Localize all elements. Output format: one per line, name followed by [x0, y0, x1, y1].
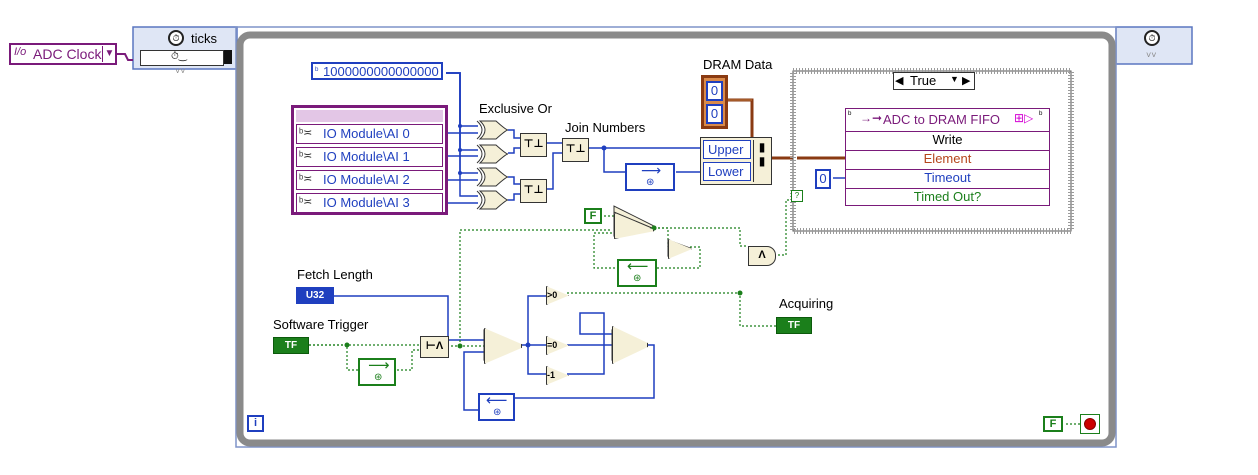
fifo-method-node[interactable]: ᵇ →➞ ADC to DRAM FIFO ⊞▷ ᵇ Write Element…: [845, 108, 1050, 206]
io-item-2[interactable]: ᵇ≍ IO Module\AI 2: [296, 170, 443, 190]
and-gate-right[interactable]: Λ: [748, 246, 776, 266]
false-constant-top[interactable]: F: [584, 208, 602, 224]
clock-icon: ⏱: [168, 30, 184, 46]
and-not-gate[interactable]: ⊢Λ: [420, 336, 449, 358]
feedback-node-lower[interactable]: ⟶ ⊛: [625, 162, 675, 191]
fifo-arrow-icon: →➞: [860, 111, 883, 125]
case-selector[interactable]: ◀ True ▼ ▶: [893, 72, 975, 90]
software-trigger-label: Software Trigger: [273, 317, 369, 332]
dram-data-label: DRAM Data: [703, 57, 773, 72]
exclusive-or-label: Exclusive Or: [479, 101, 552, 116]
waveform-icon: ᵇ≍: [299, 173, 313, 185]
acquiring-indicator[interactable]: TF: [776, 317, 812, 334]
acquiring-label: Acquiring: [779, 296, 834, 311]
right-arrow-icon: ⟶: [368, 357, 390, 374]
case-dropdown-icon[interactable]: ▼: [950, 74, 959, 84]
timeout-constant-value: 0: [819, 171, 827, 186]
initializer-icon: ⊛: [633, 273, 642, 284]
fifo-method-label: Write: [846, 132, 1049, 151]
join-numbers-node-2[interactable]: ⊤⊥: [520, 179, 547, 203]
io-item-3[interactable]: ᵇ≍ IO Module\AI 3: [296, 193, 443, 213]
join-numbers-node-1[interactable]: ⊤⊥: [520, 133, 547, 157]
fifo-icon: ⊞▷: [1014, 111, 1034, 125]
feedback-node-boolean[interactable]: ⟵ ⊛: [617, 258, 657, 287]
bundle-by-name[interactable]: Upper Lower ▮▮: [700, 137, 772, 185]
iteration-terminal: i: [247, 415, 264, 432]
iteration-label: i: [253, 417, 258, 429]
adc-clock-label: ADC Clock: [33, 46, 102, 62]
io-item-0[interactable]: ᵇ≍ IO Module\AI 0: [296, 124, 443, 144]
left-arrow-icon: ⟵: [486, 392, 508, 409]
terminal-stub: [224, 50, 232, 64]
stop-icon: [1084, 418, 1096, 430]
acquiring-type: TF: [787, 320, 801, 331]
fifo-row-timeout[interactable]: Timeout: [846, 170, 1049, 189]
bundle-row-upper[interactable]: Upper: [703, 140, 751, 159]
chevron-down-icon: ˅˅: [175, 66, 186, 76]
u64-constant-value: 1000000000000000: [323, 64, 439, 79]
case-selector-value: True: [910, 73, 937, 88]
left-arrow-icon: ⟵: [627, 258, 649, 275]
waveform-icon: ᵇ≍: [299, 150, 313, 162]
case-selector-tunnel: ?: [791, 190, 803, 202]
adc-clock-control[interactable]: I/o ADC Clock ▼: [9, 43, 117, 65]
initializer-icon: ⊛: [374, 372, 383, 383]
ticks-label: ticks: [191, 31, 217, 46]
fetch-length-type: U32: [305, 290, 325, 301]
waveform-icon: ᵇ≍: [299, 196, 313, 208]
bundle-lower-label: Lower: [708, 164, 744, 179]
dram-value-upper[interactable]: 0: [706, 81, 723, 101]
radix-icon: ᵇ: [315, 65, 319, 75]
stop-terminal: [1080, 414, 1100, 434]
io-module-header: [296, 110, 443, 122]
initializer-icon: ⊛: [646, 177, 655, 188]
io-item-label: IO Module\AI 2: [323, 172, 410, 187]
fifo-header: ᵇ →➞ ADC to DRAM FIFO ⊞▷ ᵇ: [846, 109, 1049, 132]
chevron-down-icon-right: ˅˅: [1146, 50, 1157, 60]
io-name-icon: I/o: [14, 46, 27, 58]
decrement-icon[interactable]: ◀: [895, 75, 904, 87]
software-trigger-type: TF: [284, 340, 298, 351]
io-item-label: IO Module\AI 3: [323, 195, 410, 210]
software-trigger-terminal[interactable]: TF: [273, 337, 309, 354]
fifo-title: ADC to DRAM FIFO: [883, 112, 1001, 127]
bundle-upper-label: Upper: [708, 142, 744, 157]
right-arrow-icon: ⟶: [641, 162, 662, 178]
false-constant-top-text: F: [589, 210, 597, 222]
ticks-terminal[interactable]: ⏱‿: [140, 50, 224, 66]
case-structure-border: [790, 68, 1074, 234]
dram-value-upper-text: 0: [710, 83, 719, 98]
bundle-bar: ▮▮: [753, 140, 770, 182]
join-numbers-node-3[interactable]: ⊤⊥: [562, 138, 589, 162]
dram-value-lower-text: 0: [710, 106, 719, 121]
timeout-constant[interactable]: 0: [815, 169, 831, 189]
clock-icon-right: ⏱: [1144, 30, 1160, 46]
fifo-row-timed-out[interactable]: Timed Out?: [913, 189, 982, 204]
false-constant-stop[interactable]: F: [1043, 416, 1063, 432]
dropdown-arrow-icon[interactable]: ▼: [102, 46, 116, 62]
initializer-icon: ⊛: [493, 407, 502, 418]
dram-value-lower[interactable]: 0: [706, 104, 723, 124]
io-item-1[interactable]: ᵇ≍ IO Module\AI 1: [296, 147, 443, 167]
increment-icon[interactable]: ▶: [962, 75, 971, 87]
join-numbers-label: Join Numbers: [565, 120, 646, 135]
io-item-label: IO Module\AI 1: [323, 149, 410, 164]
waveform-icon: ᵇ≍: [299, 127, 313, 139]
u64-constant[interactable]: ᵇ 1000000000000000: [311, 62, 443, 80]
stopwatch-icon: ⏱‿: [171, 51, 187, 62]
io-item-label: IO Module\AI 0: [323, 126, 410, 141]
false-constant-stop-text: F: [1049, 418, 1057, 430]
feedback-node-trigger[interactable]: ⟶ ⊛: [358, 357, 396, 386]
ref-icon-out: ᵇ: [1039, 109, 1043, 119]
fifo-row-element[interactable]: Element: [846, 151, 1049, 170]
dram-data-cluster[interactable]: 0 0: [701, 75, 728, 129]
io-module-node[interactable]: ᵇ≍ IO Module\AI 0 ᵇ≍ IO Module\AI 1 ᵇ≍ I…: [291, 105, 448, 215]
feedback-node-count[interactable]: ⟵ ⊛: [478, 392, 515, 421]
fetch-length-terminal[interactable]: U32: [296, 287, 334, 304]
bundle-row-lower[interactable]: Lower: [703, 162, 751, 181]
ref-icon: ᵇ: [848, 109, 852, 119]
fetch-length-label: Fetch Length: [297, 267, 373, 282]
